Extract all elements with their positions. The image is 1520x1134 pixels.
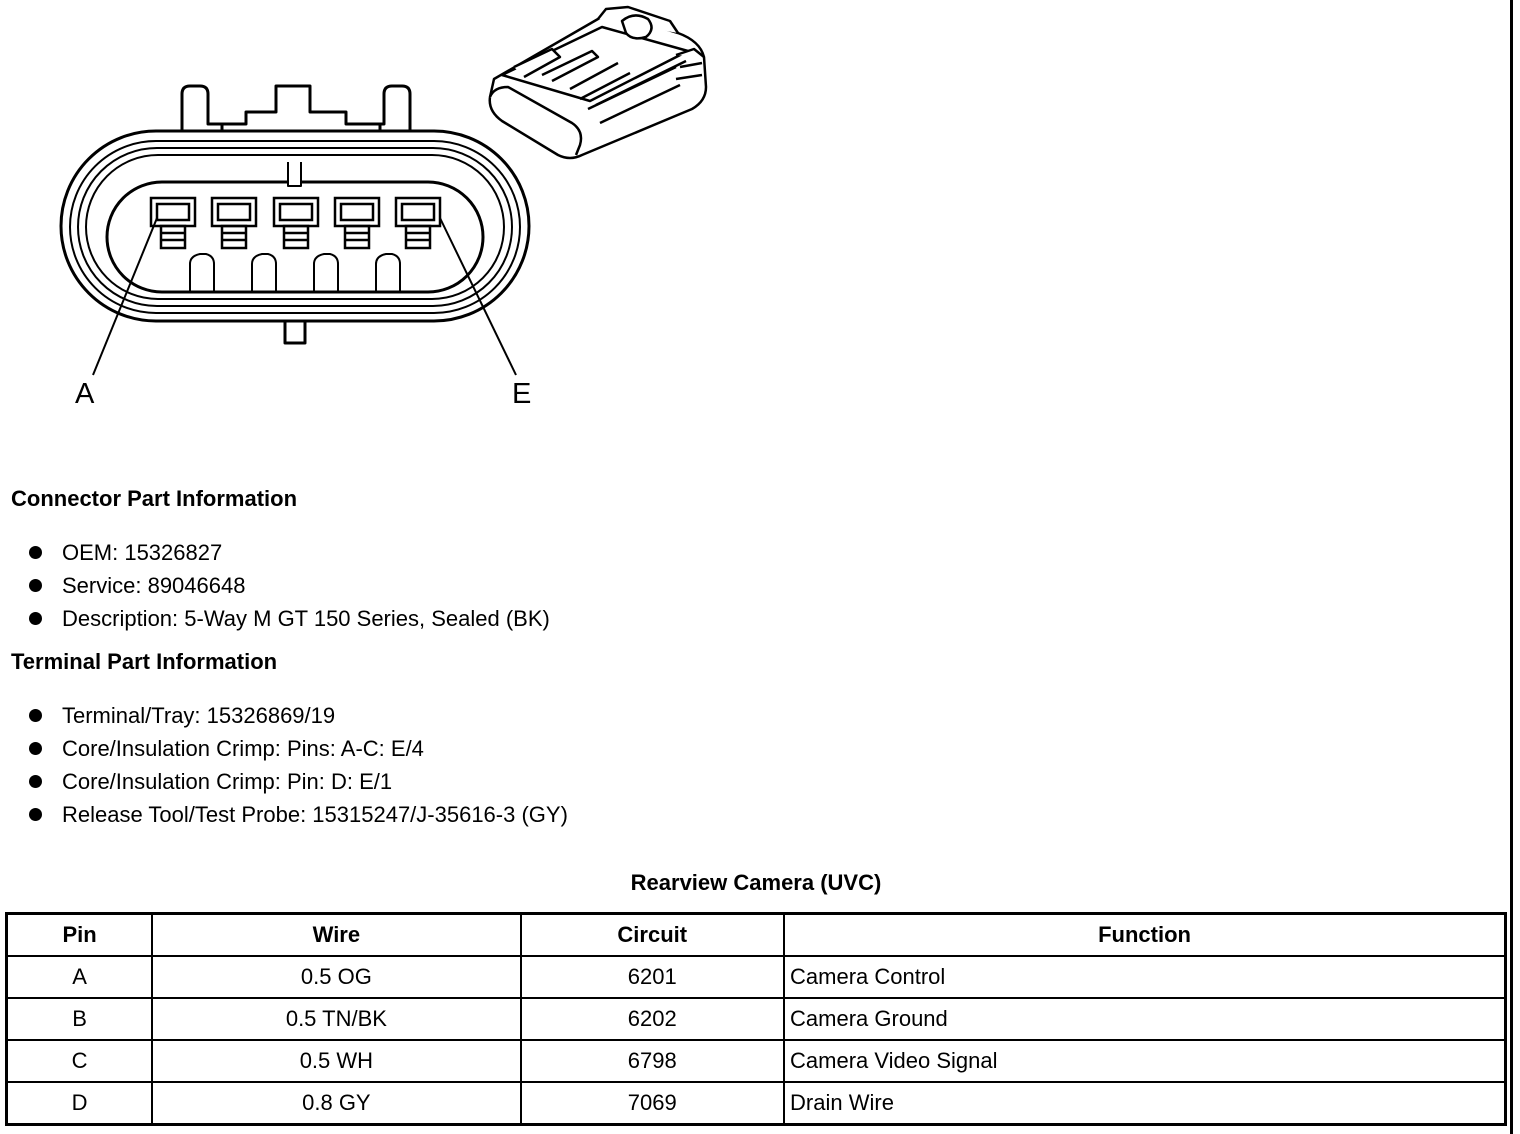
list-item-text: OEM: 15326827 <box>62 540 223 565</box>
connector-info-heading: Connector Part Information <box>11 486 298 511</box>
connector-info-list: OEM: 15326827 Service: 89046648 Descript… <box>0 536 550 635</box>
cell-wire: 0.5 WH <box>151 1039 522 1083</box>
connector-isometric-view <box>488 5 708 160</box>
cell-circuit: 7069 <box>519 1081 786 1126</box>
terminal-info-list: Terminal/Tray: 15326869/19 Core/Insulati… <box>0 699 568 831</box>
pin-table: Pin Wire Circuit Function A 0.5 OG 6201 … <box>5 912 1507 1126</box>
table-row: D 0.8 GY 7069 Drain Wire <box>5 1081 1507 1126</box>
cell-pin: D <box>5 1081 154 1126</box>
terminal-info-heading: Terminal Part Information <box>11 649 278 674</box>
bullet-icon <box>29 546 42 559</box>
cell-function: Drain Wire <box>783 1081 1507 1126</box>
table-row: A 0.5 OG 6201 Camera Control <box>5 955 1507 999</box>
bullet-icon <box>29 709 42 722</box>
list-item: Release Tool/Test Probe: 15315247/J-3561… <box>0 798 568 831</box>
cell-function: Camera Control <box>783 955 1507 999</box>
cell-circuit: 6202 <box>519 997 786 1041</box>
list-item-text: Service: 89046648 <box>62 573 246 598</box>
cell-pin: B <box>5 997 154 1041</box>
list-item: Terminal/Tray: 15326869/19 <box>0 699 568 732</box>
connector-face-view <box>59 84 531 376</box>
list-item-text: Description: 5-Way M GT 150 Series, Seal… <box>62 606 550 631</box>
bullet-icon <box>29 579 42 592</box>
cell-pin: C <box>5 1039 154 1083</box>
list-item-text: Core/Insulation Crimp: Pin: D: E/1 <box>62 769 393 794</box>
list-item: Core/Insulation Crimp: Pins: A-C: E/4 <box>0 732 568 765</box>
list-item: Core/Insulation Crimp: Pin: D: E/1 <box>0 765 568 798</box>
table-caption: Rearview Camera (UVC) <box>630 870 882 895</box>
bullet-icon <box>29 808 42 821</box>
table-header-row: Pin Wire Circuit Function <box>5 912 1507 957</box>
column-header-pin: Pin <box>5 912 154 957</box>
list-item-text: Core/Insulation Crimp: Pins: A-C: E/4 <box>62 736 424 761</box>
cell-wire: 0.5 TN/BK <box>151 997 522 1041</box>
cell-circuit: 6798 <box>519 1039 786 1083</box>
list-item: Description: 5-Way M GT 150 Series, Seal… <box>0 602 550 635</box>
bullet-icon <box>29 742 42 755</box>
column-header-wire: Wire <box>151 912 522 957</box>
page-right-border <box>1510 0 1513 1134</box>
list-item-text: Terminal/Tray: 15326869/19 <box>62 703 336 728</box>
list-item: Service: 89046648 <box>0 569 550 602</box>
cell-wire: 0.5 OG <box>151 955 522 999</box>
list-item-text: Release Tool/Test Probe: 15315247/J-3561… <box>62 802 568 827</box>
cell-function: Camera Ground <box>783 997 1507 1041</box>
cell-function: Camera Video Signal <box>783 1039 1507 1083</box>
bullet-icon <box>29 775 42 788</box>
table-row: B 0.5 TN/BK 6202 Camera Ground <box>5 997 1507 1041</box>
column-header-circuit: Circuit <box>519 912 786 957</box>
table-row: C 0.5 WH 6798 Camera Video Signal <box>5 1039 1507 1083</box>
cell-pin: A <box>5 955 154 999</box>
connector-diagram: A E <box>0 0 760 430</box>
cell-wire: 0.8 GY <box>151 1081 522 1126</box>
pin-e-callout: E <box>512 378 532 410</box>
pin-a-callout: A <box>75 378 95 410</box>
list-item: OEM: 15326827 <box>0 536 550 569</box>
bullet-icon <box>29 612 42 625</box>
cell-circuit: 6201 <box>519 955 786 999</box>
column-header-function: Function <box>783 912 1507 957</box>
